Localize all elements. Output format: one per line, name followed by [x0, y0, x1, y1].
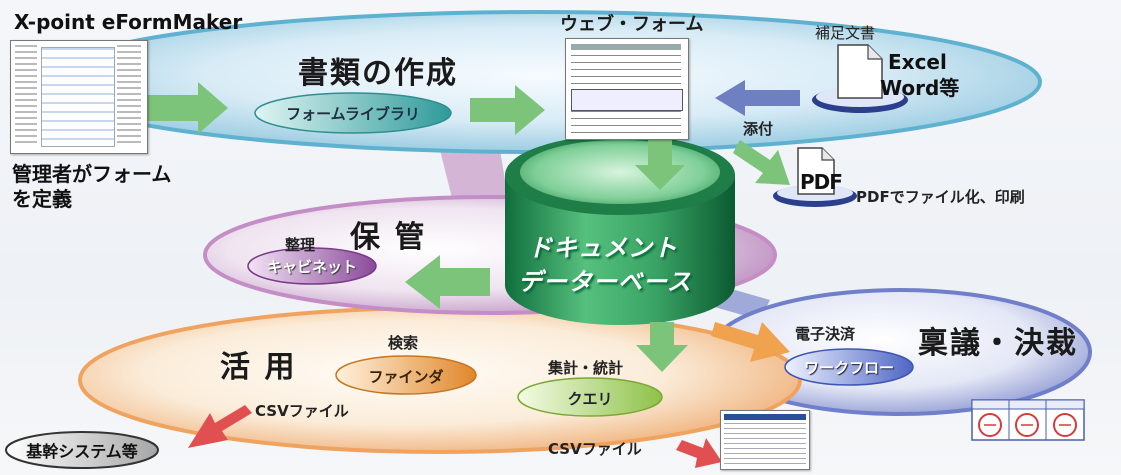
- database-cylinder: [505, 135, 735, 325]
- pill-workflow: [784, 348, 914, 386]
- attach-label: 添付: [743, 120, 774, 138]
- admin-caption-line1: 管理者がフォーム: [12, 162, 172, 186]
- stats-sub: 集計・統計: [548, 359, 624, 377]
- csv-left-arrow-icon: [188, 405, 252, 448]
- pill-form-library: [254, 92, 452, 134]
- csv-right-label: CSVファイル: [548, 440, 642, 458]
- pdf-caption: PDFでファイル化、印刷: [856, 188, 1025, 206]
- create-heading: 書類の作成: [298, 56, 458, 91]
- web-form-screenshot: [565, 38, 689, 140]
- arrow-icon: [405, 255, 490, 309]
- arrow-icon: [470, 85, 545, 135]
- attach-arrow-icon: [715, 80, 800, 116]
- arrow-icon: [635, 140, 685, 190]
- supplement-label: 補足文書: [815, 24, 876, 42]
- csv-left-label: CSVファイル: [255, 402, 349, 420]
- pill-finder-label: ファインダ: [368, 367, 444, 386]
- monitor-icon: [10, 40, 148, 154]
- pill-query: [517, 377, 663, 417]
- pdf-document-icon: [773, 147, 857, 207]
- excel-label: Excel: [888, 50, 947, 74]
- spreadsheet-icon: [720, 410, 810, 470]
- pill-cabinet-label: キャビネット: [266, 257, 357, 276]
- pill-query-label: クエリ: [567, 389, 613, 408]
- database-line2: データーベース: [518, 268, 692, 296]
- pill-cabinet: [247, 247, 377, 285]
- storage-heading: 保 管: [350, 220, 427, 255]
- arrows-green: [148, 82, 790, 372]
- storage-sub: 整理: [285, 236, 316, 254]
- app-title: X-point eFormMaker: [14, 10, 243, 34]
- approval-arrow-icon: [711, 322, 790, 362]
- pill-core-system: [5, 431, 159, 469]
- web-form-label: ウェブ・フォーム: [560, 14, 704, 35]
- arrow-icon: [636, 322, 688, 372]
- database-line1: ドキュメント: [528, 234, 678, 262]
- search-sub: 検索: [388, 334, 419, 352]
- seal-stamp-icon: [971, 399, 1085, 441]
- document-icon: [812, 44, 908, 113]
- pdf-icon-text: PDF: [800, 170, 843, 194]
- use-heading: 活 用: [220, 350, 297, 385]
- pill-core-system-label: 基幹システム等: [26, 442, 138, 461]
- pill-workflow-label: ワークフロー: [803, 358, 894, 377]
- arrow-icon: [148, 82, 228, 134]
- arrow-icon: [733, 140, 790, 185]
- word-label: Word等: [880, 76, 960, 100]
- csv-right-arrow-icon: [676, 438, 722, 468]
- approval-sub: 電子決済: [795, 325, 856, 343]
- pill-finder: [335, 355, 477, 395]
- pill-form-library-label: フォームライブラリ: [286, 104, 420, 123]
- admin-caption-line2: を定義: [12, 187, 72, 211]
- approval-heading: 稟議・決裁: [918, 326, 1078, 361]
